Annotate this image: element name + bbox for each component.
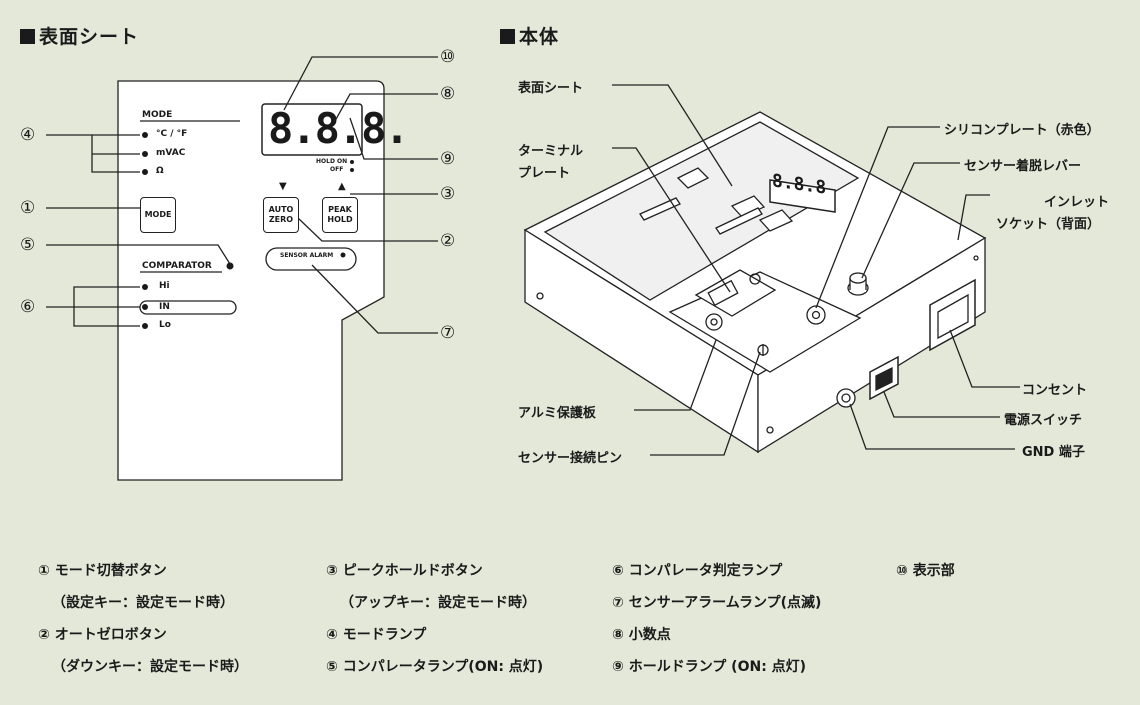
- auto-zero-line2: ZERO: [268, 215, 294, 224]
- label-terminal-plate-1: ターミナル: [518, 144, 584, 159]
- peak-hold-line1: PEAK: [328, 205, 352, 214]
- label-gnd: GND 端子: [1022, 445, 1085, 460]
- legend-2: ② オートゼロボタン: [38, 627, 167, 643]
- callout-2: ②: [440, 231, 456, 251]
- peak-hold-line2: HOLD: [327, 215, 353, 224]
- device-sheet-area: [543, 121, 860, 301]
- body-title: 本体: [500, 22, 559, 49]
- callout-sensor-pin: [650, 351, 761, 456]
- callout-1: ①: [20, 198, 36, 218]
- callout-3: ③: [440, 184, 456, 204]
- callout-line-8: [329, 93, 438, 131]
- callout-line-9: [349, 117, 438, 160]
- comparator-in: IN: [159, 302, 170, 312]
- comparator-hi: Hi: [159, 281, 170, 291]
- callout-line-5: [46, 244, 231, 265]
- callout-sensor-lever: [861, 162, 960, 279]
- down-arrow-icon: ▼: [279, 181, 287, 192]
- label-power-switch: 電源スイッチ: [1004, 413, 1083, 428]
- legend-3-sub: （アップキー：設定モード時）: [340, 595, 536, 611]
- body-title-text: 本体: [519, 26, 560, 48]
- callout-gnd: [849, 403, 1015, 450]
- mode-lamp-ohm: Ω: [156, 166, 164, 176]
- callout-line-10: [283, 56, 438, 111]
- legend-10: ⑩ 表示部: [896, 563, 955, 579]
- callout-line-2: [297, 217, 438, 242]
- label-surface-sheet: 表面シート: [518, 81, 584, 96]
- off-label: OFF: [330, 166, 344, 173]
- callout-5: ⑤: [20, 235, 36, 255]
- callout-line-7: [311, 264, 438, 334]
- comparator-lo: Lo: [159, 320, 171, 330]
- mode-lamp-temp: °C / °F: [156, 129, 188, 139]
- auto-zero-line1: AUTO: [268, 205, 294, 214]
- label-aluminum-plate: アルミ保護板: [518, 406, 596, 421]
- label-inlet-2: ソケット（背面）: [996, 217, 1101, 232]
- label-sensor-pin: センサー接続ピン: [518, 451, 623, 466]
- callout-silicone-plate: [815, 126, 940, 309]
- surface-sheet-title-text: 表面シート: [39, 26, 140, 48]
- legend-7: ⑦ センサーアラームランプ(点滅): [612, 595, 822, 611]
- device-right-face: [757, 236, 986, 454]
- label-inlet-1: インレット: [1044, 195, 1110, 210]
- up-arrow-icon: ▲: [338, 181, 346, 192]
- label-sensor-lever: センサー着脱レバー: [964, 159, 1082, 174]
- legend-3: ③ ピークホールドボタン: [326, 563, 483, 579]
- sensor-alarm-label: SENSOR ALARM: [280, 252, 334, 259]
- legend-1-sub: （設定キー：設定モード時）: [52, 595, 234, 611]
- legend-9: ⑨ ホールドランプ (ON: 点灯): [612, 659, 807, 675]
- device-body: [523, 111, 987, 454]
- callout-6: ⑥: [20, 297, 36, 317]
- panel-display: 8.8.8.: [268, 104, 410, 153]
- callout-inlet: [957, 194, 990, 241]
- surface-sheet-outline: [117, 80, 385, 481]
- callout-10: ⑩: [440, 47, 456, 67]
- label-outlet: コンセント: [1022, 383, 1088, 398]
- legend-6: ⑥ コンパレータ判定ランプ: [612, 563, 783, 579]
- callout-outlet: [949, 329, 1020, 388]
- callout-4: ④: [20, 125, 36, 145]
- square-bullet-icon: [500, 29, 515, 44]
- callout-7: ⑦: [440, 323, 456, 343]
- in-lamp-pill: [139, 300, 237, 315]
- sensor-alarm-pill: [265, 247, 357, 271]
- comparator-header: COMPARATOR: [142, 261, 212, 271]
- mode-lamp-mvac: mVAC: [156, 148, 186, 158]
- legend-1: ① モード切替ボタン: [38, 563, 167, 579]
- callout-aluminum: [634, 339, 717, 411]
- callout-9: ⑨: [440, 149, 456, 169]
- callout-terminal-plate: [612, 147, 731, 293]
- mode-header: MODE: [142, 110, 173, 120]
- callout-surface-sheet: [612, 84, 733, 187]
- callout-8: ⑧: [440, 84, 456, 104]
- legend-4: ④ モードランプ: [326, 627, 427, 643]
- legend-2-sub: （ダウンキー：設定モード時）: [52, 659, 248, 675]
- label-terminal-plate-2: プレート: [518, 166, 571, 181]
- mode-button[interactable]: MODE: [140, 197, 176, 233]
- callout-power-switch: [883, 391, 1000, 418]
- legend-5: ⑤ コンパレータランプ(ON: 点灯): [326, 659, 544, 675]
- legend-8: ⑧ 小数点: [612, 627, 671, 643]
- device-display: [769, 179, 836, 213]
- square-bullet-icon: [20, 29, 35, 44]
- mode-button-label: MODE: [144, 210, 172, 219]
- hold-on-label: HOLD ON: [316, 158, 348, 165]
- label-silicone-plate: シリコンプレート（赤色）: [944, 123, 1100, 138]
- surface-sheet-title: 表面シート: [20, 22, 139, 49]
- gnd-terminal: [836, 388, 856, 408]
